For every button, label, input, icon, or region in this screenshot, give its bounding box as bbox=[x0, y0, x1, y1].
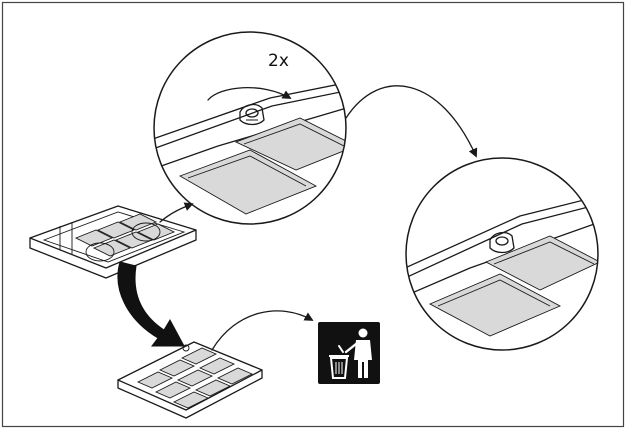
remove-filter-arrow bbox=[117, 261, 185, 347]
zoom-detail-release-clip: 2x bbox=[153, 31, 347, 225]
arrow-to-result bbox=[345, 85, 478, 158]
filter-panel-removed bbox=[117, 341, 263, 419]
zoom-circle-1 bbox=[153, 31, 347, 225]
rotate-arrow bbox=[207, 87, 292, 101]
arrow-to-zoom bbox=[159, 202, 194, 223]
zoom-circle-2 bbox=[405, 157, 599, 351]
dispose-in-trash-icon bbox=[318, 322, 380, 384]
arrow-to-disposal bbox=[211, 310, 314, 351]
hood-with-filters bbox=[29, 205, 197, 279]
repeat-count-label: 2x bbox=[268, 51, 289, 71]
zoom-detail-released bbox=[405, 157, 599, 351]
